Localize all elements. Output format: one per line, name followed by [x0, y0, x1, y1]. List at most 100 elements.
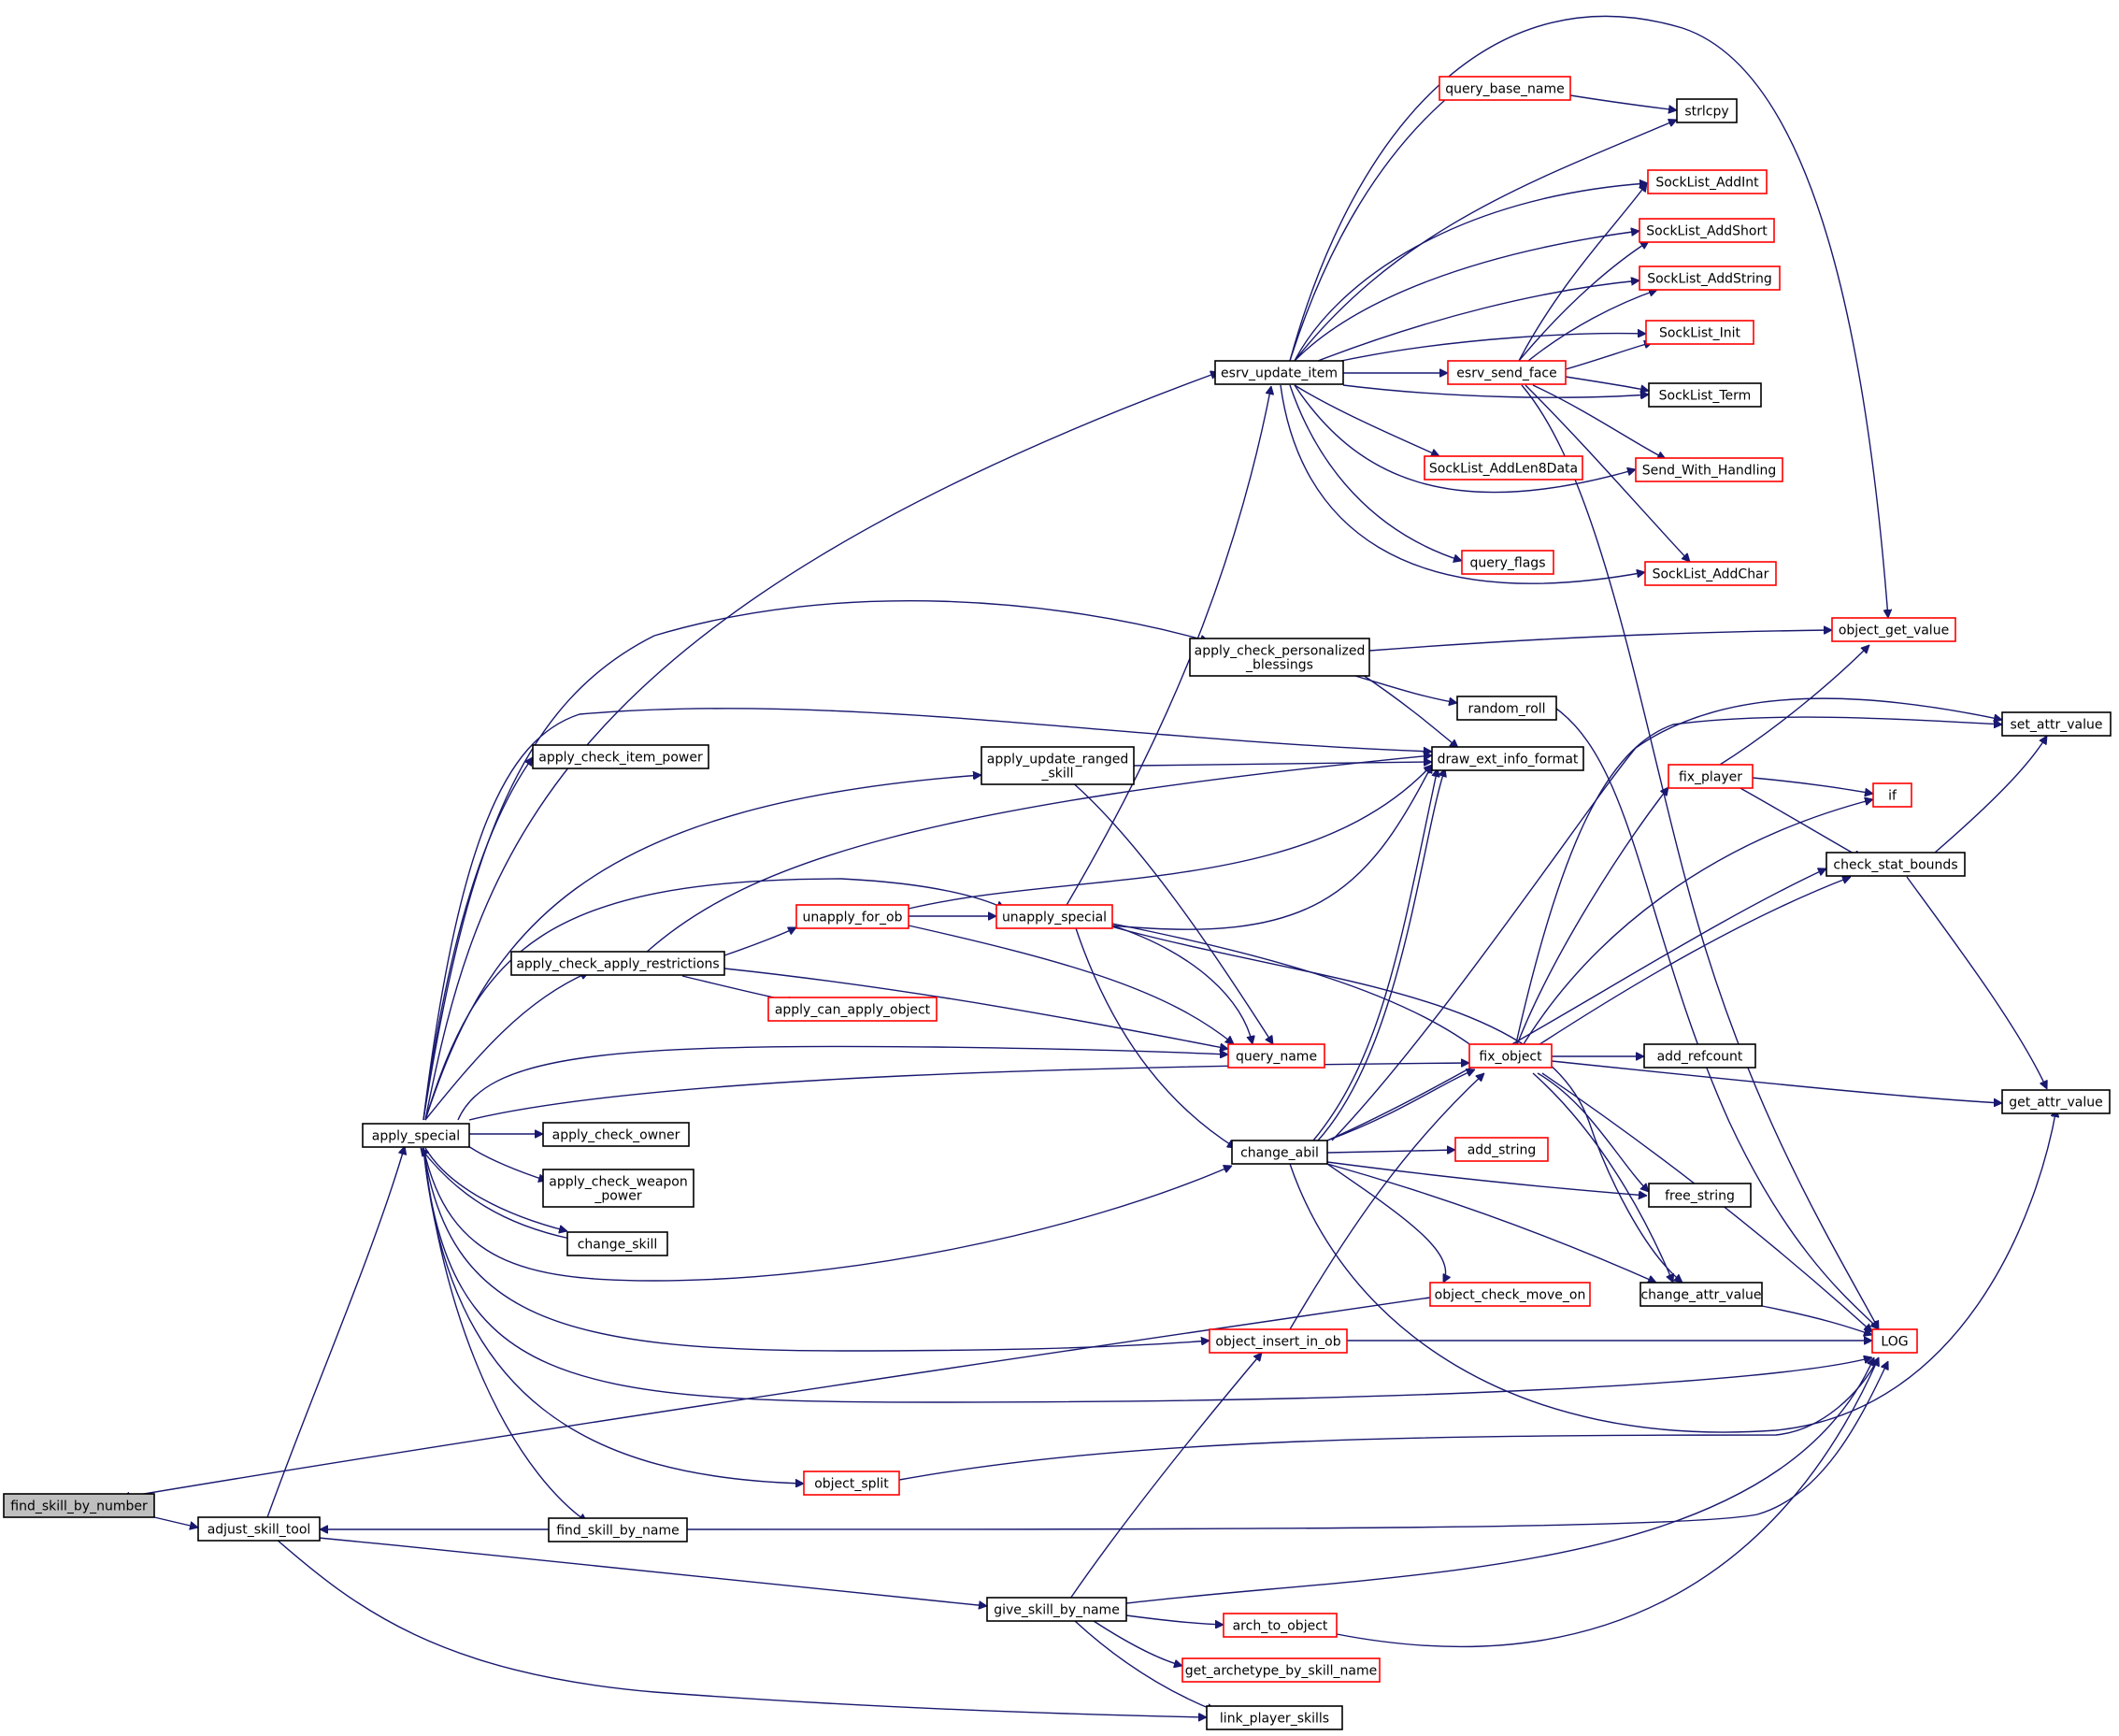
node-sl-addshort[interactable]: SockList_AddShort — [1639, 218, 1775, 243]
edge-change-skill-to-apply-special — [421, 1148, 571, 1240]
node-send-with-handling[interactable]: Send_With_Handling — [1635, 457, 1783, 482]
node-label: query_flags — [1470, 556, 1546, 571]
node-label: Send_With_Handling — [1642, 464, 1776, 479]
node-box — [1643, 1043, 1756, 1069]
node-change-attr-value[interactable]: change_attr_value — [1639, 1282, 1763, 1307]
node-object-split[interactable]: object_split — [803, 1471, 900, 1496]
edge-apply-check-personalized-blessings-to-random-roll — [1345, 672, 1457, 703]
edge-apply-special-to-object-split — [422, 1147, 804, 1484]
node-draw-ext-info-format[interactable]: draw_ext_info_format — [1431, 746, 1584, 771]
node-add-string[interactable]: add_string — [1454, 1137, 1549, 1162]
node-label: SockList_AddChar — [1653, 567, 1769, 582]
edge-esrv-update-item-to-strlcpy — [1294, 120, 1677, 362]
node-log[interactable]: LOG — [1871, 1328, 1918, 1354]
node-query-flags[interactable]: query_flags — [1461, 550, 1554, 575]
node-give-skill-by-name[interactable]: give_skill_by_name — [986, 1597, 1127, 1622]
edge-apply-special-to-find-skill-by-name — [422, 1147, 587, 1522]
node-fix-object[interactable]: fix_object — [1468, 1043, 1553, 1069]
node-label: object_check_move_on — [1435, 1288, 1586, 1303]
edge-esrv-send-face-to-log — [1521, 384, 1880, 1329]
node-unapply-special[interactable]: unapply_special — [995, 904, 1113, 929]
node-add-refcount[interactable]: add_refcount — [1643, 1043, 1756, 1069]
node-box — [1223, 1613, 1338, 1638]
edge-esrv-send-face-to-socklist-addshort — [1518, 240, 1649, 362]
node-change-skill[interactable]: change_skill — [566, 1231, 668, 1256]
node-label: find_skill_by_number — [10, 1499, 148, 1514]
node-label: free_string — [1665, 1189, 1735, 1204]
node-label: apply_check_weapon — [549, 1175, 687, 1190]
node-label: SockList_AddLen8Data — [1429, 462, 1578, 477]
edge-fix-object-to-get-attr-value — [1551, 1060, 2002, 1103]
edge-fix-object-to-if — [1518, 799, 1873, 1053]
node-apply-check-apply-restrictions[interactable]: apply_check_apply_restrictions — [510, 951, 725, 976]
node-sl-addchar[interactable]: SockList_AddChar — [1644, 561, 1777, 586]
node-label: find_skill_by_name — [556, 1524, 680, 1539]
node-free-string[interactable]: free_string — [1648, 1183, 1752, 1208]
node-apply-update-ranged-skill[interactable]: apply_update_ranged_skill — [981, 746, 1135, 785]
edge-apply-special-to-fix-object — [468, 1063, 1469, 1121]
node-box — [1645, 320, 1754, 345]
node-change-abil[interactable]: change_abil — [1231, 1140, 1328, 1165]
node-arch-to-object[interactable]: arch_to_object — [1223, 1613, 1338, 1638]
node-label: random_roll — [1468, 702, 1545, 717]
edge-apply-update-ranged-skill-to-draw-ext-info-format — [1133, 762, 1432, 767]
node-query-base-name[interactable]: query_base_name — [1439, 76, 1571, 101]
node-sl-addlen8data[interactable]: SockList_AddLen8Data — [1424, 455, 1583, 481]
edge-unapply-for-ob-to-query-name — [908, 925, 1234, 1044]
edge-change-abil-to-get-attr-value — [1289, 1109, 2056, 1433]
edge-check-stat-bounds-to-set-attr-value — [1934, 736, 2048, 854]
node-label: object_split — [814, 1477, 889, 1492]
edge-object-split-to-log — [898, 1357, 1880, 1481]
node-set-attr-value[interactable]: set_attr_value — [2001, 711, 2112, 737]
node-label: SockList_AddInt — [1655, 176, 1759, 191]
node-strlcpy[interactable]: strlcpy — [1676, 98, 1738, 123]
edge-give-skill-by-name-to-get-archetype-by-skill-name — [1093, 1620, 1182, 1666]
node-box — [1639, 218, 1775, 243]
node-fix-player[interactable]: fix_player — [1668, 764, 1754, 789]
node-random-roll[interactable]: random_roll — [1456, 696, 1557, 721]
edge-apply-special-to-query-name — [457, 1045, 1228, 1121]
node-unapply-for-ob[interactable]: unapply_for_ob — [795, 904, 909, 929]
node-apply-check-personalized-blessings[interactable]: apply_check_personalized_blessings — [1189, 638, 1370, 677]
node-apply-can-apply-object[interactable]: apply_can_apply_object — [767, 997, 938, 1022]
edge-esrv-update-item-to-socklist-term — [1342, 384, 1649, 397]
node-query-name[interactable]: query_name — [1227, 1043, 1325, 1069]
edge-apply-special-to-change-abil — [422, 1147, 1232, 1282]
edge-apply-special-to-apply-check-personalized-blessings — [422, 599, 1209, 1121]
edge-fix-object-to-set-attr-value — [1513, 716, 2002, 1053]
node-link-player-skills[interactable]: link_player_skills — [1206, 1705, 1343, 1730]
node-get-attr-value[interactable]: get_attr_value — [2001, 1089, 2111, 1114]
node-box — [3, 1493, 155, 1518]
node-sl-term[interactable]: SockList_Term — [1648, 382, 1762, 408]
node-if-node[interactable]: if — [1872, 782, 1912, 808]
node-label: SockList_AddString — [1647, 272, 1772, 287]
edge-check-stat-bounds-to-get-attr-value — [1906, 876, 2047, 1089]
node-box — [197, 1516, 321, 1542]
edge-adjust-skill-tool-to-link-player-skills — [275, 1538, 1207, 1717]
node-apply-check-weapon-power[interactable]: apply_check_weapon_power — [542, 1169, 694, 1208]
node-object-check-move-on[interactable]: object_check_move_on — [1429, 1282, 1591, 1307]
node-object-get-value[interactable]: object_get_value — [1831, 617, 1956, 642]
node-sl-addint[interactable]: SockList_AddInt — [1647, 169, 1768, 194]
edge-unapply-special-to-change-abil — [1074, 925, 1236, 1149]
node-sl-init[interactable]: SockList_Init — [1645, 320, 1754, 345]
node-apply-check-item-power[interactable]: apply_check_item_power — [532, 744, 709, 769]
node-apply-special[interactable]: apply_special — [362, 1123, 470, 1148]
node-check-stat-bounds[interactable]: check_stat_bounds — [1825, 852, 1966, 877]
edge-fix-player-to-object-get-value — [1719, 645, 1869, 766]
node-esrv-update-item[interactable]: esrv_update_item — [1214, 360, 1344, 385]
node-label: change_abil — [1240, 1146, 1319, 1161]
node-label: LOG — [1881, 1335, 1908, 1350]
node-object-insert-in-ob[interactable]: object_insert_in_ob — [1209, 1328, 1348, 1354]
node-get-archetype-by-skill-name[interactable]: get_archetype_by_skill_name — [1181, 1657, 1381, 1683]
node-box — [566, 1231, 668, 1256]
node-apply-check-owner[interactable]: apply_check_owner — [542, 1122, 690, 1147]
call-edges — [122, 15, 2056, 1717]
node-esrv-send-face[interactable]: esrv_send_face — [1447, 360, 1567, 385]
node-sl-addstring[interactable]: SockList_AddString — [1639, 265, 1781, 291]
node-find-skill-by-number[interactable]: find_skill_by_number — [3, 1493, 155, 1518]
node-find-skill-by-name[interactable]: find_skill_by_name — [548, 1517, 688, 1542]
node-label: change_attr_value — [1640, 1288, 1761, 1303]
node-adjust-skill-tool[interactable]: adjust_skill_tool — [197, 1516, 321, 1542]
node-label: SockList_AddShort — [1646, 224, 1768, 239]
